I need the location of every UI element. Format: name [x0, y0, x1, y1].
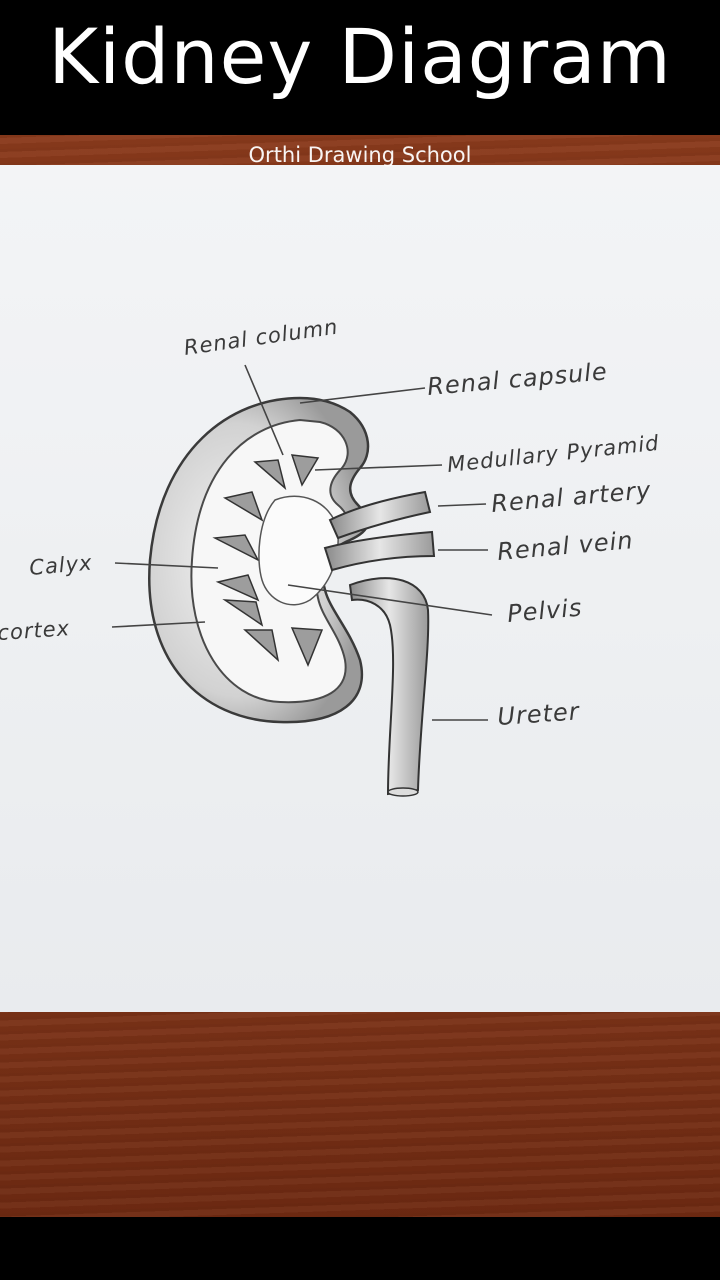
label-pelvis: Pelvis	[506, 594, 583, 628]
label-renal-artery: Renal artery	[490, 476, 652, 518]
medullary-pyramids	[212, 454, 324, 667]
label-calyx: Calyx	[28, 551, 93, 580]
leader-lines	[111, 364, 493, 721]
title-bar: Kidney Diagram	[0, 0, 720, 135]
label-ureter: Ureter	[496, 697, 581, 731]
bottom-bar	[0, 1217, 720, 1280]
renal-vein	[323, 530, 436, 572]
label-cortex: cortex	[0, 616, 71, 645]
label-renal-column: Renal column	[182, 315, 339, 360]
ureter	[348, 577, 430, 796]
label-renal-vein: Renal vein	[496, 526, 634, 566]
page-title: Kidney Diagram	[48, 11, 672, 101]
watermark: Orthi Drawing School	[248, 143, 472, 167]
renal-artery	[328, 490, 432, 540]
label-medullary-pyramid: Medullary Pyramid	[446, 431, 661, 477]
label-renal-capsule: Renal capsule	[426, 357, 609, 401]
renal-pelvis	[258, 495, 339, 606]
